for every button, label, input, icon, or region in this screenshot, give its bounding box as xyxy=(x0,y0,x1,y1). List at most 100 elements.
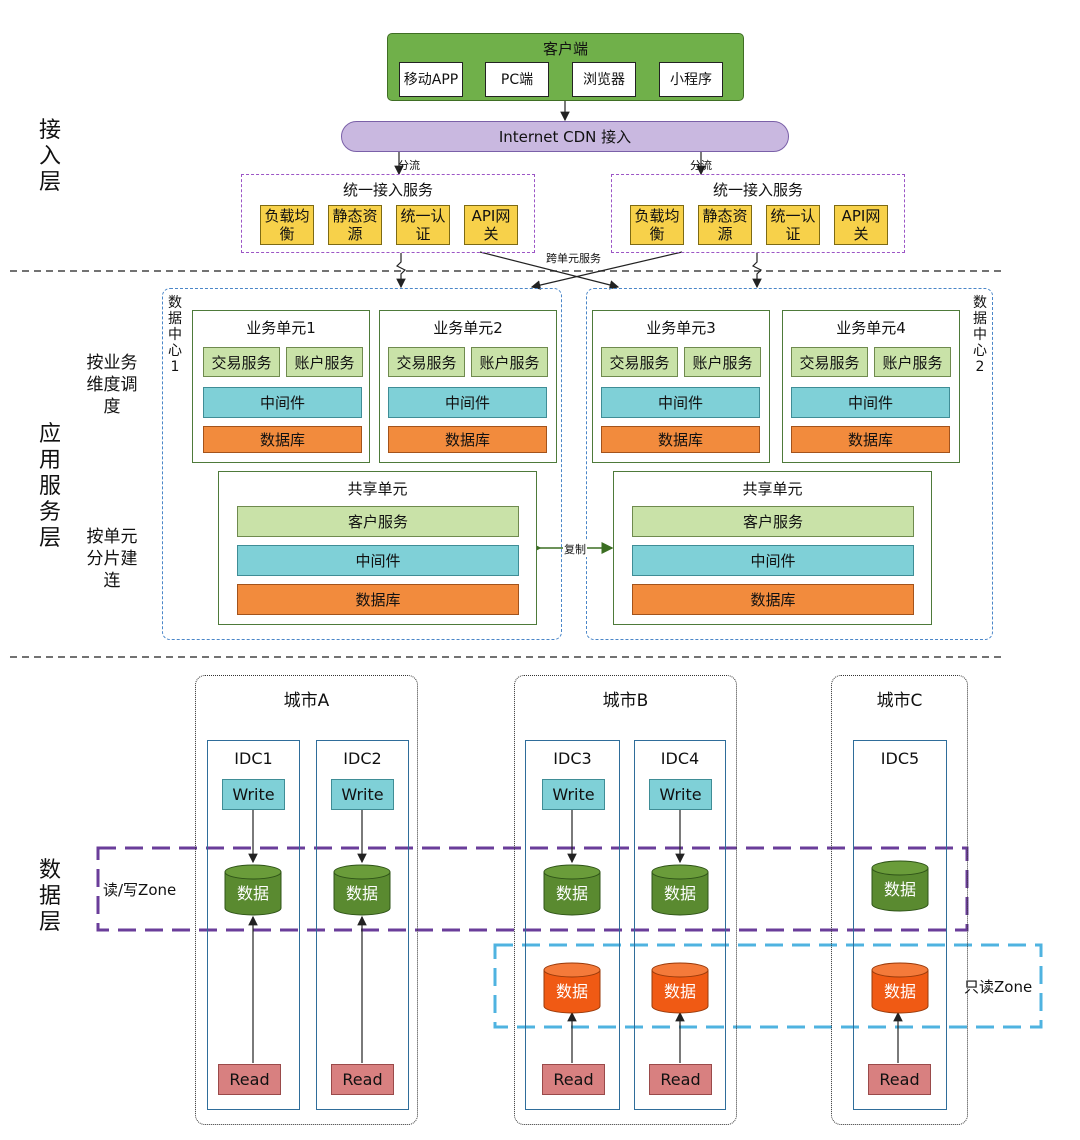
database-icon xyxy=(651,962,709,1014)
database-label: 数据 xyxy=(663,982,696,1001)
city-c: 城市C xyxy=(831,675,968,1125)
data-center-1: 数据中心1 xyxy=(162,288,562,640)
idc-2: IDC2 Write Read xyxy=(316,740,409,1110)
database-cylinder-rw-idc2: 数据 xyxy=(333,864,391,916)
idc-title: IDC4 xyxy=(660,749,700,768)
gateway-right: 统一接入服务 负载均衡 静态资源 统一认证 API网关 xyxy=(611,174,905,253)
database-label: 数据 xyxy=(883,982,916,1001)
city-b: 城市B xyxy=(514,675,737,1125)
database-cylinder-ro-idc4: 数据 xyxy=(651,962,709,1014)
account-service: 账户服务 xyxy=(471,347,548,377)
client-mobile-app: 移动APP xyxy=(399,62,463,97)
replicate-label: 复制 xyxy=(563,541,587,557)
database-label: 数据 xyxy=(236,884,269,903)
client-mini-program: 小程序 xyxy=(659,62,723,97)
dc-label: 数据中心1 xyxy=(168,295,182,375)
middleware: 中间件 xyxy=(601,387,760,418)
database-label: 数据 xyxy=(883,880,916,899)
read-box: Read xyxy=(331,1064,394,1095)
business-unit-4: 业务单元4 交易服务 账户服务 中间件 数据库 xyxy=(782,310,960,463)
ro-zone-label: 只读Zone xyxy=(964,978,1033,996)
database-cylinder-rw-idc5: 数据 xyxy=(871,860,929,912)
trade-service: 交易服务 xyxy=(791,347,868,377)
write-box: Write xyxy=(222,779,285,810)
gateway-item-api: API网关 xyxy=(464,205,518,245)
database: 数据库 xyxy=(601,426,760,453)
database: 数据库 xyxy=(791,426,950,453)
database-icon xyxy=(543,962,601,1014)
layer-label-app: 应用服务层 xyxy=(38,422,61,551)
dc-label: 数据中心2 xyxy=(973,295,987,375)
read-box: Read xyxy=(542,1064,605,1095)
database-icon xyxy=(871,860,929,912)
layer-label-data: 数据层 xyxy=(38,858,61,935)
gateway-item-static: 静态资源 xyxy=(698,205,752,245)
gateway-item-auth: 统一认证 xyxy=(766,205,820,245)
idc-title: IDC3 xyxy=(553,749,592,768)
shared-unit-left: 共享单元 客户服务 中间件 数据库 xyxy=(218,471,537,625)
middleware: 中间件 xyxy=(388,387,547,418)
middleware: 中间件 xyxy=(203,387,362,418)
database: 数据库 xyxy=(388,426,547,453)
left-gateway-down-arrow xyxy=(395,253,407,289)
split-label-right: 分流 xyxy=(690,159,712,172)
city-a: 城市A xyxy=(195,675,418,1125)
read-box: Read xyxy=(868,1064,931,1095)
unit-title: 业务单元3 xyxy=(646,319,716,337)
unit-title: 业务单元1 xyxy=(246,319,316,337)
customer-service: 客户服务 xyxy=(237,506,519,537)
database-icon xyxy=(871,962,929,1014)
database: 数据库 xyxy=(632,584,914,615)
idc-title: IDC1 xyxy=(234,749,273,768)
business-unit-2: 业务单元2 交易服务 账户服务 中间件 数据库 xyxy=(379,310,557,463)
gateway-title: 统一接入服务 xyxy=(342,181,433,199)
database-cylinder-rw-idc4: 数据 xyxy=(651,864,709,916)
idc-title: IDC2 xyxy=(343,749,382,768)
write-box: Write xyxy=(542,779,605,810)
read-box: Read xyxy=(218,1064,281,1095)
database-label: 数据 xyxy=(663,884,696,903)
cross-unit-label: 跨单元服务 xyxy=(546,252,601,265)
middleware: 中间件 xyxy=(632,545,914,576)
database-label: 数据 xyxy=(555,982,588,1001)
unit-title: 业务单元4 xyxy=(836,319,906,337)
gateway-item-static: 静态资源 xyxy=(328,205,382,245)
database-label: 数据 xyxy=(555,884,588,903)
write-box: Write xyxy=(649,779,712,810)
client-title: 客户端 xyxy=(542,40,588,58)
database: 数据库 xyxy=(237,584,519,615)
rw-zone-label: 读/写Zone xyxy=(103,881,177,899)
read-box: Read xyxy=(649,1064,712,1095)
client-panel: 客户端 移动APP PC端 浏览器 小程序 xyxy=(387,33,744,101)
city-title: 城市A xyxy=(283,691,330,711)
unit-title: 共享单元 xyxy=(347,480,408,498)
database: 数据库 xyxy=(203,426,362,453)
database-icon xyxy=(651,864,709,916)
account-service: 账户服务 xyxy=(286,347,363,377)
right-gateway-down-arrow xyxy=(751,253,763,289)
database-icon xyxy=(224,864,282,916)
middleware: 中间件 xyxy=(791,387,950,418)
shared-unit-right: 共享单元 客户服务 中间件 数据库 xyxy=(613,471,932,625)
cdn-bar: Internet CDN 接入 xyxy=(341,121,789,152)
side-label-shard: 按单元分片建连 xyxy=(86,527,138,591)
business-unit-1: 业务单元1 交易服务 账户服务 中间件 数据库 xyxy=(192,310,370,463)
idc-5: IDC5 Read xyxy=(853,740,947,1110)
idc-title: IDC5 xyxy=(880,749,920,768)
business-unit-3: 业务单元3 交易服务 账户服务 中间件 数据库 xyxy=(592,310,770,463)
trade-service: 交易服务 xyxy=(388,347,465,377)
idc-1: IDC1 Write Read xyxy=(207,740,300,1110)
layer-label-access: 接入层 xyxy=(38,118,61,195)
database-cylinder-rw-idc1: 数据 xyxy=(224,864,282,916)
gateway-left: 统一接入服务 负载均衡 静态资源 统一认证 API网关 xyxy=(241,174,535,253)
city-title: 城市C xyxy=(876,691,923,711)
account-service: 账户服务 xyxy=(874,347,951,377)
split-label-left: 分流 xyxy=(398,159,420,172)
database-icon xyxy=(543,864,601,916)
database-cylinder-ro-idc5: 数据 xyxy=(871,962,929,1014)
city-title: 城市B xyxy=(602,691,649,711)
write-box: Write xyxy=(331,779,394,810)
trade-service: 交易服务 xyxy=(203,347,280,377)
trade-service: 交易服务 xyxy=(601,347,678,377)
idc-3: IDC3 Write Read xyxy=(525,740,620,1110)
